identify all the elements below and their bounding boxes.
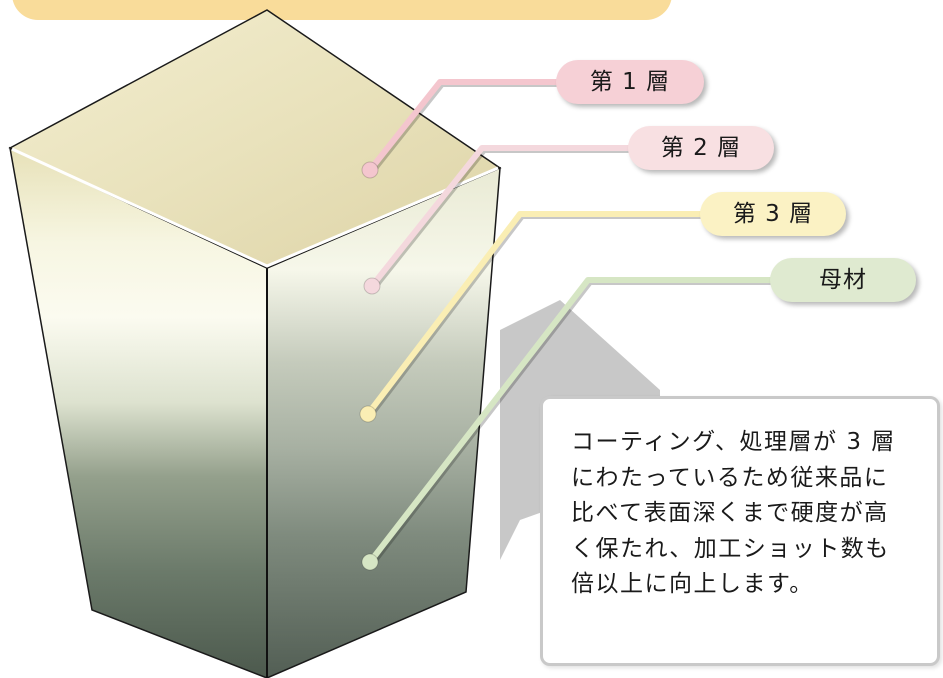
layer-3-label: 第 3 層 (700, 192, 846, 236)
description-line: コーティング、処理層が 3 層 (571, 429, 896, 455)
base-material-leader (367, 277, 772, 564)
layer-3-leader (365, 211, 702, 416)
layer-2-label: 第 2 層 (628, 126, 774, 170)
description-line: く保たれ、加工ショット数も (571, 535, 890, 562)
layer-1-label: 第 1 層 (556, 60, 704, 104)
description-line: 比べて表面深くまで硬度が高 (571, 500, 889, 526)
base-material-leader-dot (361, 553, 379, 571)
description-box: コーティング、処理層が 3 層 にわたっているため従来品に 比べて表面深くまで硬… (540, 396, 940, 666)
description-line: にわたっているため従来品に (571, 464, 889, 491)
leader-lines (359, 79, 774, 571)
title-banner (12, 0, 672, 20)
layer-3-leader-dot (359, 405, 377, 423)
description-line: 倍以上に向上します。 (571, 571, 814, 597)
block-edge-highlight (11, 147, 499, 268)
layer-1-leader (367, 79, 560, 172)
layer-2-leader-dot (363, 277, 381, 295)
base-material-label: 母材 (770, 258, 916, 302)
layer-1-leader-dot (361, 161, 379, 179)
layer-2-leader (369, 145, 630, 288)
